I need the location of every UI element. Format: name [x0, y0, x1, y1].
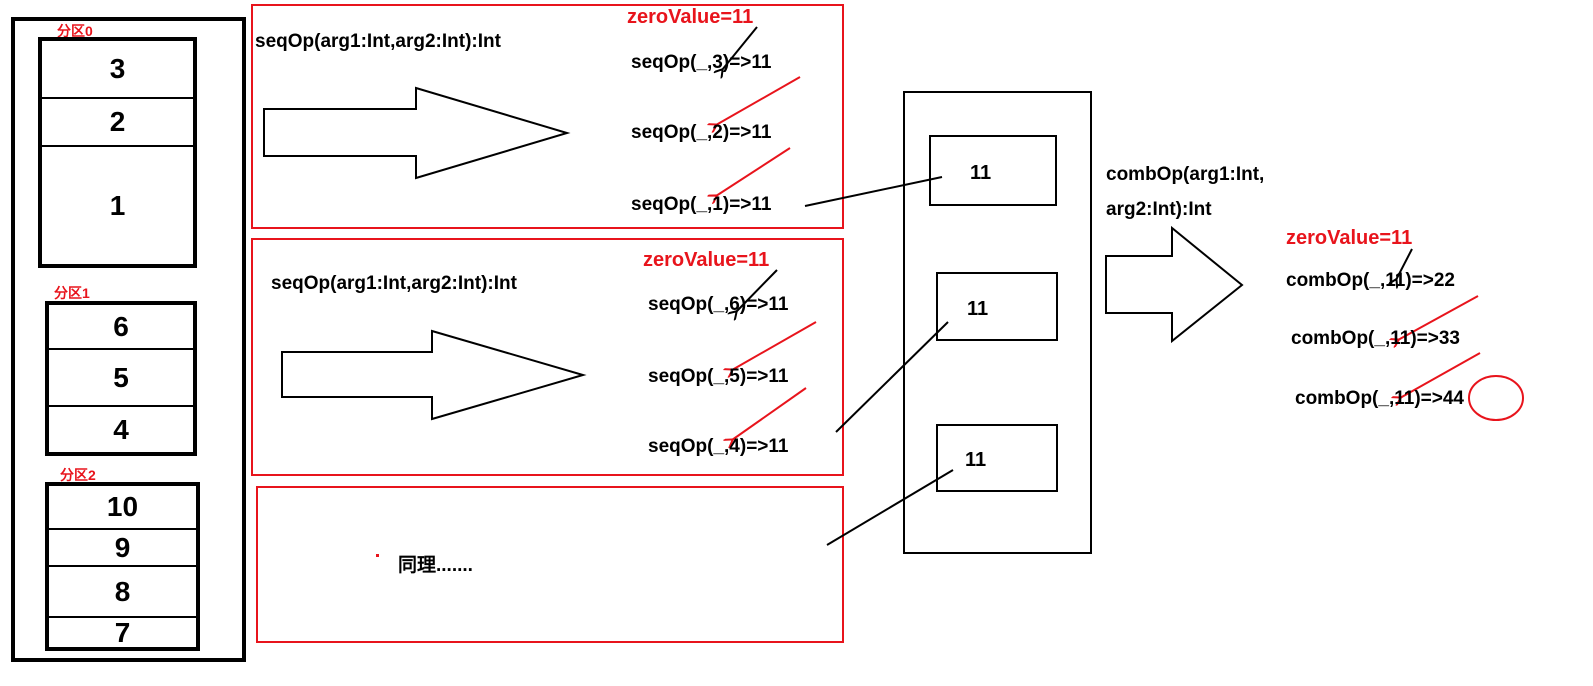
step-arrow — [1400, 352, 1481, 398]
flow-arrow-1 — [281, 329, 587, 421]
step-arrow — [732, 321, 817, 370]
partition-block-1: 6 5 4 — [45, 301, 197, 456]
connector-2 — [826, 469, 954, 546]
final-result-circle — [1468, 375, 1524, 421]
partition-item: 5 — [49, 350, 193, 407]
red-dot — [376, 554, 379, 557]
partition-label-2: 分区2 — [60, 467, 96, 483]
step-arrow — [716, 147, 791, 196]
seq-step: seqOp(_,1)=>11 — [631, 194, 772, 215]
result-value-0: 11 — [970, 162, 992, 184]
connector-1 — [835, 321, 949, 433]
zero-arrow-0 — [722, 26, 758, 70]
partition-label-1: 分区1 — [54, 285, 90, 301]
comb-step: combOp(_,11)=>44 — [1295, 388, 1464, 409]
seq-signature-1: seqOp(arg1:Int,arg2:Int):Int — [271, 273, 517, 294]
zero-arrow-comb — [1396, 248, 1413, 280]
flow-arrow-comb — [1105, 225, 1244, 344]
zero-value-0: zeroValue=11 — [627, 6, 754, 28]
seq-signature-0: seqOp(arg1:Int,arg2:Int):Int — [255, 31, 501, 52]
seq-step: seqOp(_,4)=>11 — [648, 436, 789, 457]
seq-panel-2 — [256, 486, 844, 643]
comb-signature-line2: arg2:Int):Int — [1106, 199, 1212, 220]
comb-zero-value: zeroValue=11 — [1286, 227, 1413, 249]
partition-item: 9 — [49, 530, 196, 567]
seq-step: seqOp(_,3)=>11 — [631, 52, 772, 73]
result-box-2 — [936, 424, 1058, 492]
result-value-1: 11 — [967, 298, 989, 320]
partition-item: 2 — [42, 99, 193, 147]
step-arrow — [732, 387, 807, 440]
partition-container — [11, 17, 246, 662]
partition-item: 1 — [109, 189, 126, 221]
partition-item: 6 — [49, 305, 193, 350]
comb-step: combOp(_,11)=>22 — [1286, 270, 1455, 291]
partition-item: 10 — [49, 486, 196, 530]
seq-step: seqOp(_,2)=>11 — [631, 122, 772, 143]
step-arrow — [716, 76, 801, 125]
zero-arrow-1 — [736, 269, 778, 312]
result-value-2: 11 — [965, 449, 987, 471]
flow-arrow-0 — [263, 86, 571, 180]
partition-block-2: 10 9 8 7 — [45, 482, 200, 651]
seq-step: seqOp(_,5)=>11 — [648, 366, 789, 387]
seq-panel-0 — [251, 4, 844, 229]
results-container — [903, 91, 1092, 554]
seq-panel-1 — [251, 238, 844, 476]
connector-0 — [804, 176, 943, 207]
step-arrow — [1398, 295, 1479, 340]
comb-signature-line1: combOp(arg1:Int, — [1106, 164, 1265, 185]
partition-item: 7 — [114, 616, 131, 648]
partition-label-0: 分区0 — [57, 23, 93, 39]
partition-item: 4 — [113, 413, 129, 445]
partition-item: 8 — [49, 567, 196, 618]
seq-step: seqOp(_,6)=>11 — [648, 294, 789, 315]
partition-block-0: 3 2 1 — [38, 37, 197, 268]
partition-item: 3 — [42, 41, 193, 99]
result-box-1 — [936, 272, 1058, 341]
zero-value-1: zeroValue=11 — [643, 249, 770, 271]
result-box-0 — [929, 135, 1057, 206]
similarly-text: 同理....... — [398, 555, 473, 576]
comb-step: combOp(_,11)=>33 — [1291, 328, 1460, 349]
